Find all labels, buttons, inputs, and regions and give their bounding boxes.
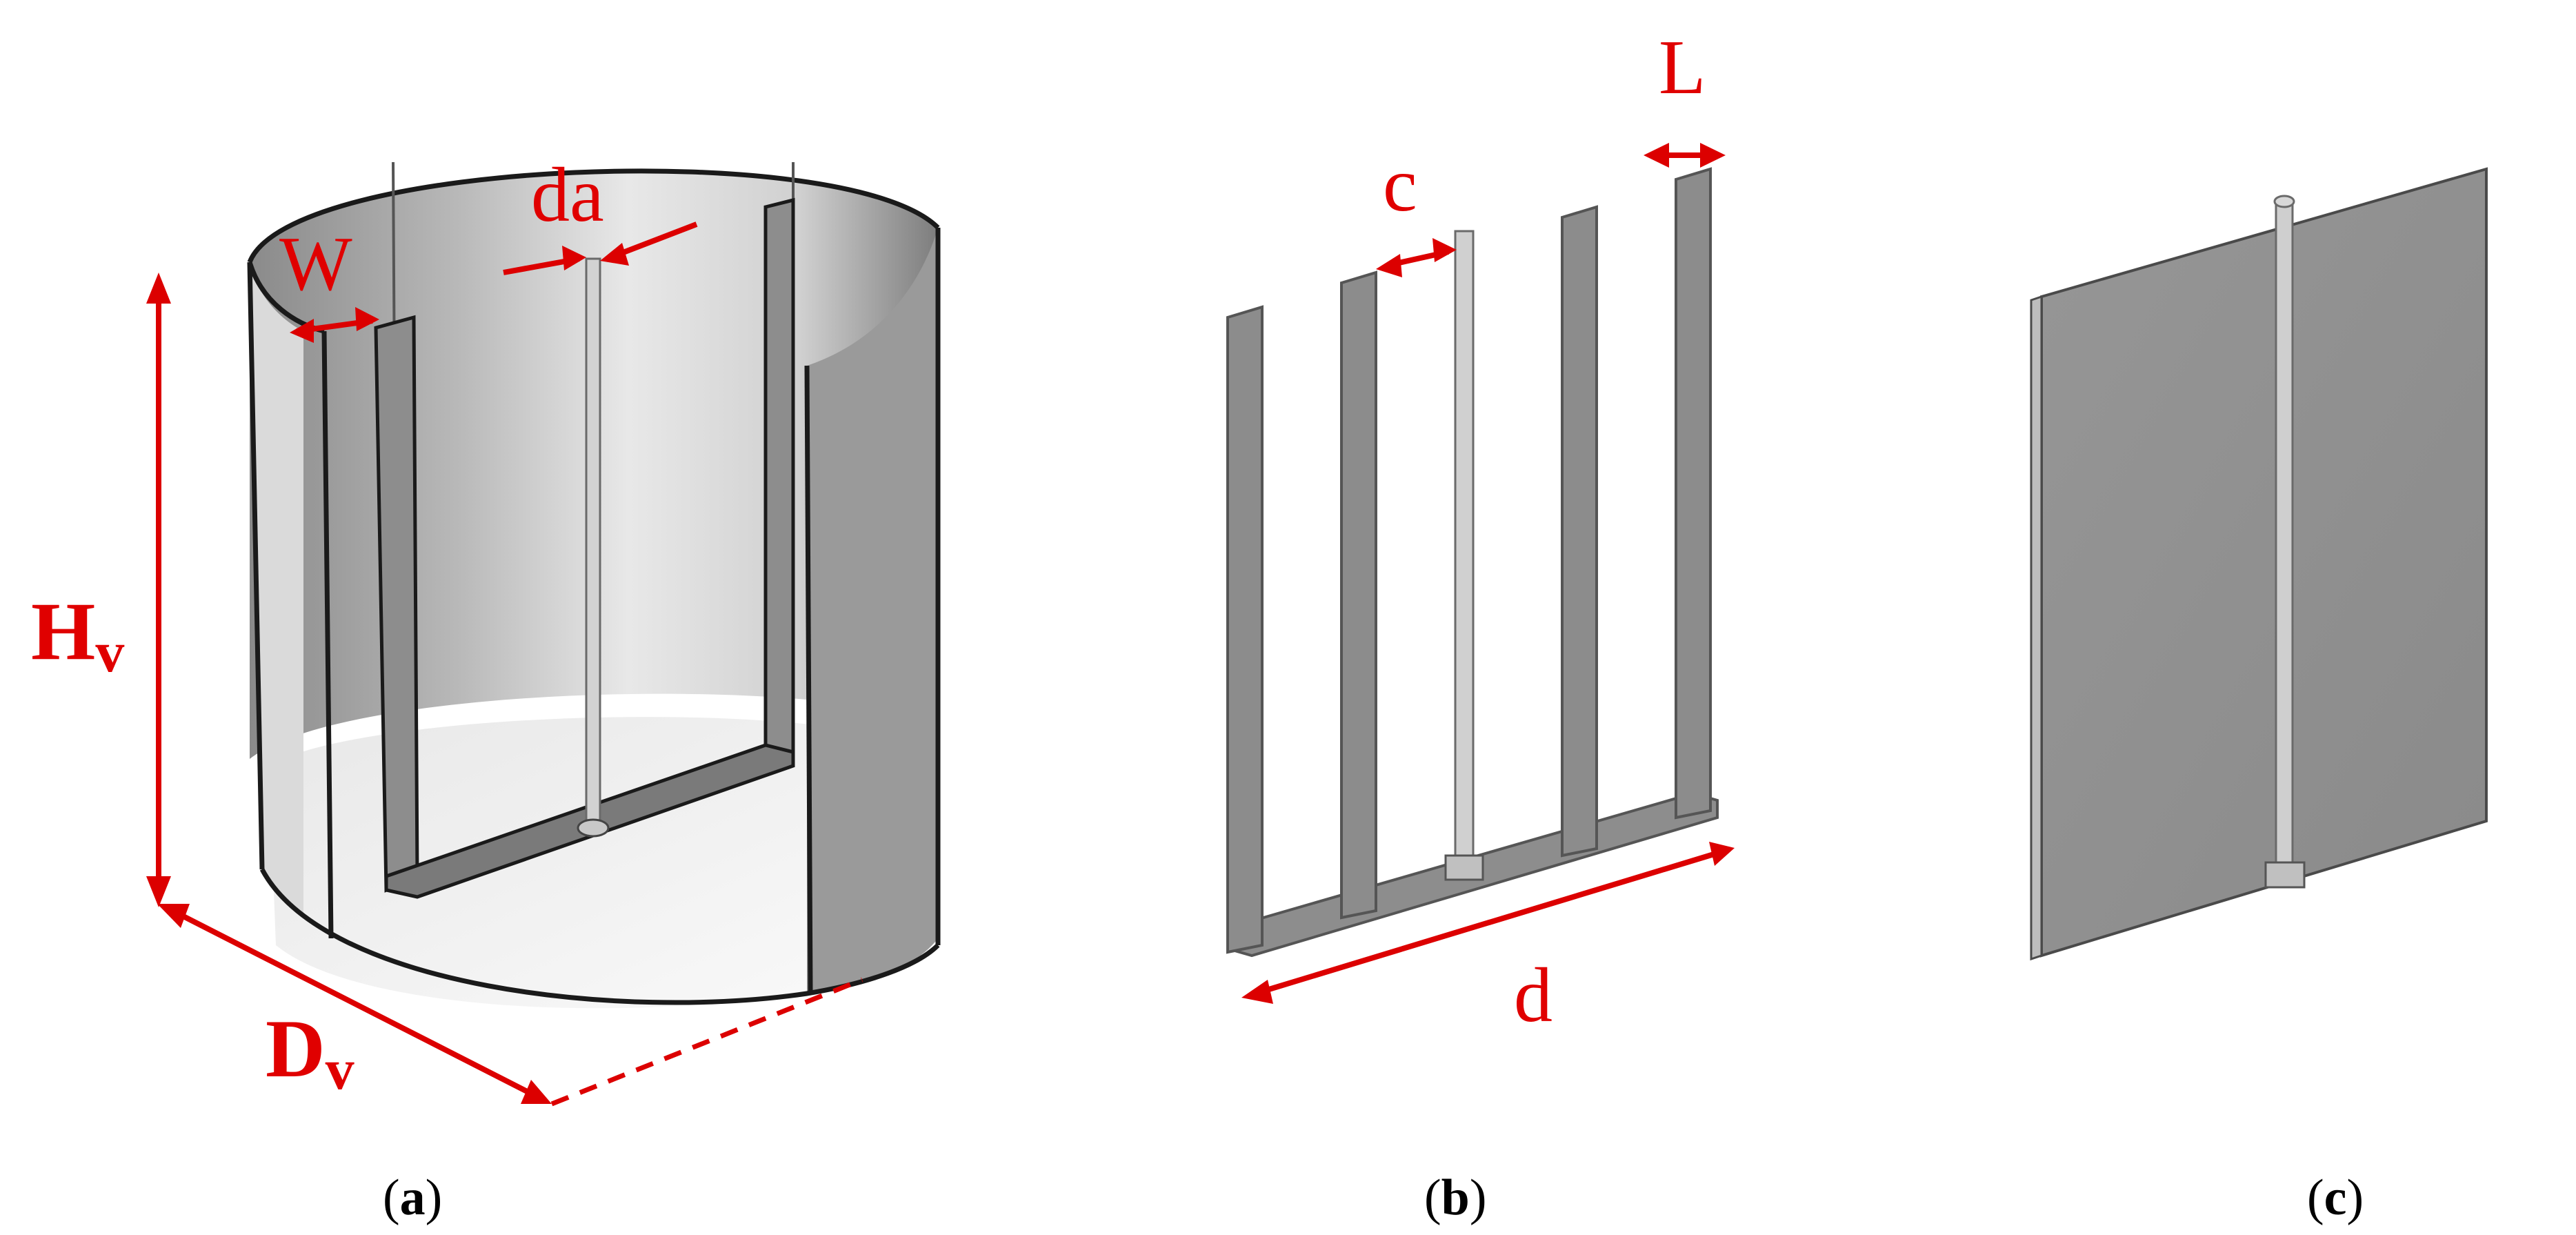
- caption-c-close: ): [2347, 1169, 2364, 1226]
- panel-b-annotations: c L d: [1241, 25, 1735, 1038]
- label-c: c: [1383, 142, 1417, 228]
- panel-c-plate-impeller: [2030, 167, 2488, 961]
- impeller-b-blade-4: [1675, 167, 1712, 820]
- plate-impeller-face: [2040, 167, 2488, 958]
- baffle-right: [804, 365, 813, 994]
- vessel-right-wall: [807, 228, 938, 994]
- dv-dashed-line: [550, 977, 863, 1107]
- caption-c-open: (: [2307, 1169, 2324, 1226]
- label-L: L: [1659, 25, 1706, 110]
- caption-b-close: ): [1470, 1169, 1487, 1226]
- vessel-left-edge: [247, 261, 265, 870]
- caption-a-letter: a: [400, 1169, 426, 1226]
- caption-a-close: ): [426, 1169, 443, 1226]
- caption-a: (a): [383, 1169, 442, 1226]
- caption-c: (c): [2307, 1169, 2364, 1226]
- gate-impeller-right-arm: [763, 197, 795, 762]
- label-d: d: [1514, 953, 1552, 1038]
- plate-impeller-shaft-top: [2273, 195, 2295, 208]
- caption-a-open: (: [383, 1169, 400, 1226]
- panel-a-annotations: W da Hv Dv: [31, 152, 863, 1107]
- vessel-floor: [269, 717, 931, 1009]
- label-Dv: Dv: [266, 1002, 355, 1102]
- label-Dv-sub: v: [326, 1038, 355, 1102]
- panel-a-vessel: [247, 161, 941, 1009]
- plate-impeller-left-edge: [2030, 295, 2043, 961]
- caption-b: (b): [1424, 1169, 1486, 1226]
- vessel-bottom-edge: [259, 868, 940, 1005]
- label-Hv: Hv: [31, 585, 124, 684]
- plate-impeller-hub: [2264, 861, 2306, 889]
- vessel-left-wall: [250, 262, 303, 918]
- impeller-b-blade-3: [1561, 205, 1598, 858]
- panel-b-impeller: [1226, 167, 1719, 958]
- caption-b-open: (: [1424, 1169, 1441, 1226]
- vessel-rim: [247, 168, 940, 264]
- label-Hv-main: H: [31, 585, 95, 677]
- label-Dv-main: D: [266, 1002, 326, 1094]
- impeller-b-blade-2: [1340, 270, 1377, 920]
- label-W: W: [279, 221, 352, 307]
- baffle-left: [321, 330, 334, 939]
- label-Hv-sub: v: [95, 620, 124, 684]
- plate-impeller-shaft: [2275, 199, 2294, 885]
- label-da: da: [531, 152, 604, 238]
- impeller-b-shaft: [1454, 230, 1475, 867]
- caption-b-letter: b: [1441, 1169, 1470, 1226]
- shaft-hub: [577, 818, 610, 838]
- impeller-b-hub: [1444, 854, 1484, 881]
- caption-c-letter: c: [2324, 1169, 2347, 1226]
- impeller-b-blade-1: [1226, 305, 1264, 954]
- impeller-shaft: [585, 257, 601, 826]
